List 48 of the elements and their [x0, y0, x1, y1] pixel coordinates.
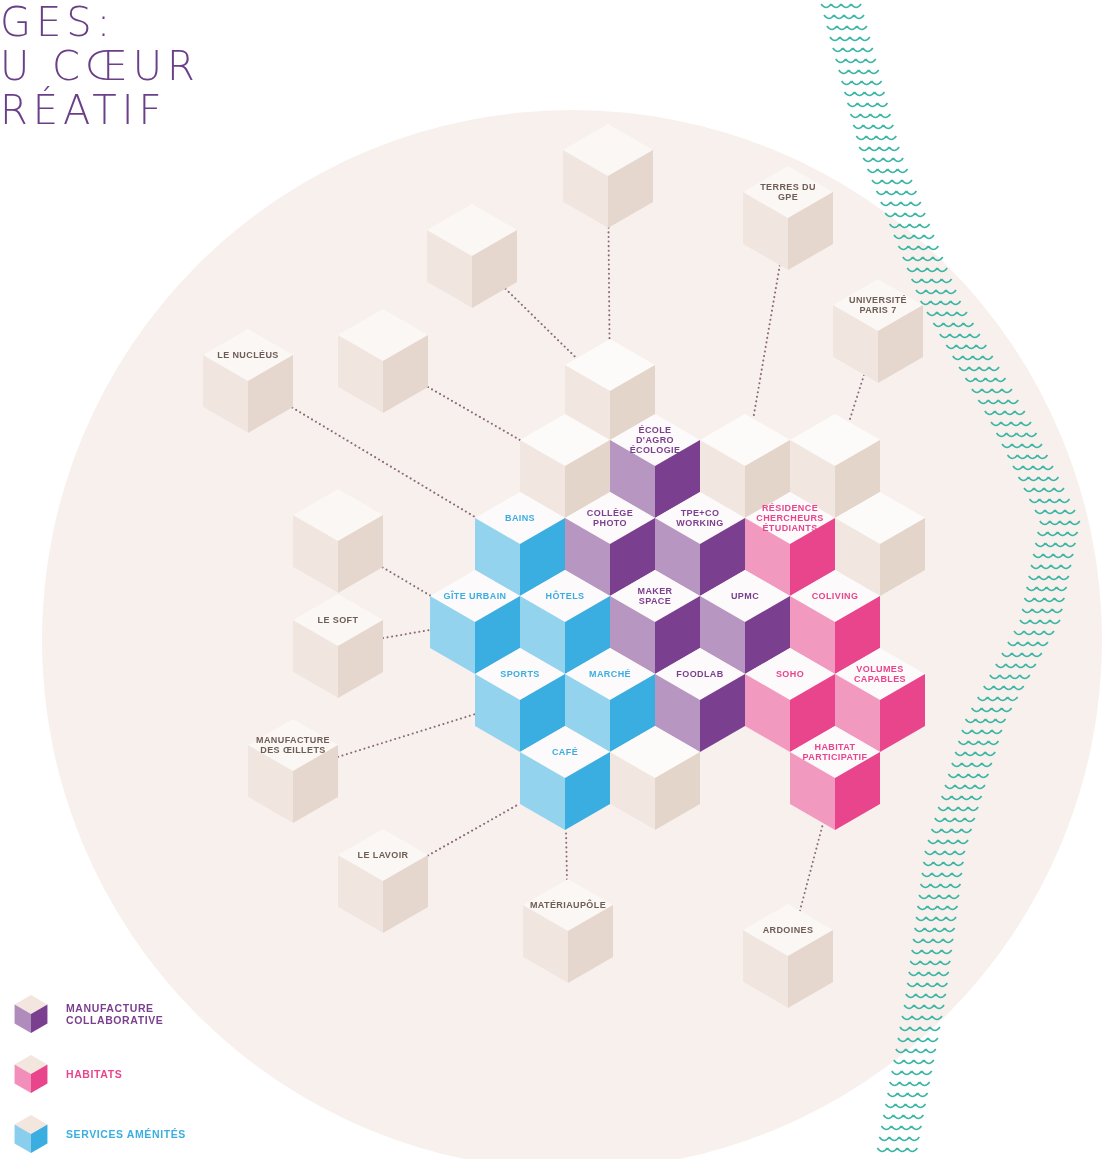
- cube-label: ARDOINES: [762, 925, 814, 935]
- cube-label: GÎTE URBAIN: [443, 591, 507, 601]
- empty-cube: [338, 309, 428, 413]
- cube-label: BAINS: [505, 513, 535, 523]
- cube-label: MAKER SPACE: [636, 586, 674, 606]
- dotted-connector: [504, 287, 578, 360]
- dotted-connector: [291, 406, 477, 519]
- empty-cube: [427, 204, 517, 308]
- dotted-connector: [381, 566, 432, 597]
- cube-label: COLLÈGE PHOTO: [585, 508, 635, 528]
- labeled-cube: [520, 726, 610, 830]
- empty-cube: [610, 726, 700, 830]
- labeled-cube: [790, 726, 880, 830]
- legend-label: SERVICES AMÉNITÉS: [66, 1128, 186, 1140]
- labeled-cube: [248, 719, 338, 823]
- dotted-connector: [798, 822, 825, 912]
- cube-label: ÉCOLE D'AGRO ÉCOLOGIE: [628, 425, 682, 455]
- labeled-cube: [655, 648, 745, 752]
- cube-label: VOLUMES CAPABLES: [852, 664, 907, 684]
- labeled-cube: [293, 594, 383, 698]
- labeled-cube: [743, 166, 833, 270]
- cube-label: LE SOFT: [317, 615, 359, 625]
- cube-label: SPORTS: [500, 669, 540, 679]
- cube-label: RÉSIDENCE CHERCHEURS ÉTUDIANTS: [756, 503, 824, 533]
- cube-label: COLIVING: [811, 591, 859, 601]
- cube-label: FOODLAB: [676, 669, 724, 679]
- cube-label: MATÉRIAUPÔLE: [529, 900, 607, 910]
- cube-label: MANUFACTURE DES ŒILLETS: [256, 735, 330, 755]
- empty-cube: [563, 124, 653, 228]
- labeled-cube: [338, 829, 428, 933]
- labeled-cube: [523, 879, 613, 983]
- cube-label: TERRES DU GPE: [759, 182, 817, 202]
- labeled-cube: [833, 279, 923, 383]
- legend-label: HABITATS: [66, 1068, 124, 1080]
- title: GES: U CŒUR RÉATIF: [0, 0, 201, 132]
- cube-label: SOHO: [775, 669, 805, 679]
- cube-label: TPE+CO WORKING: [675, 508, 725, 528]
- labeled-cube: [743, 904, 833, 1008]
- cube-label: LE NUCLÉUS: [217, 350, 279, 360]
- cube-label: LE LAVOIR: [357, 850, 409, 860]
- cube-label: HABITAT PARTICIPATIF: [802, 742, 868, 762]
- cube-label: MARCHÉ: [589, 669, 631, 679]
- cube-label: UPMC: [730, 591, 760, 601]
- cube-label: HÔTELS: [545, 591, 585, 601]
- cube-label: CAFÉ: [551, 747, 579, 757]
- legend-label: MANUFACTURE COLLABORATIVE: [66, 1002, 165, 1026]
- labeled-cube: [203, 329, 293, 433]
- cube-label: UNIVERSITÉ PARIS 7: [848, 295, 908, 315]
